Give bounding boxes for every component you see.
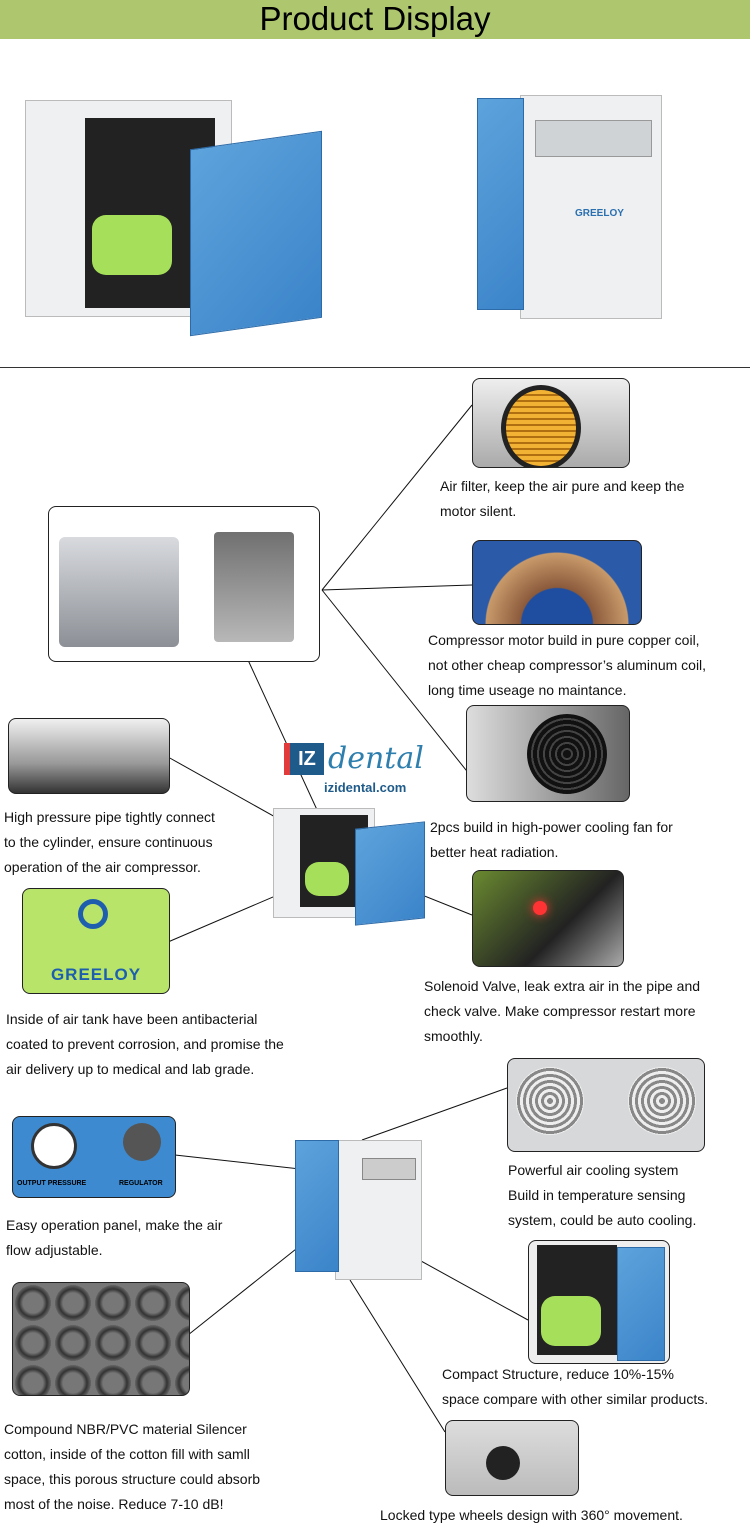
caption-solenoid: Solenoid Valve, leak extra air in the pi… [424,974,700,1049]
caption-line: not other cheap compressor’s aluminum co… [428,657,707,673]
caption-line: space compare with other similar product… [442,1391,709,1407]
caption-line: coated to prevent corrosion, and promise… [6,1036,284,1052]
logo-url: izidental.com [324,780,407,795]
divider [0,367,750,368]
caption-line: Easy operation panel, make the air [6,1217,223,1233]
caption-line: Build in temperature sensing [508,1187,686,1203]
caption-line: Inside of air tank have been antibacteri… [6,1011,258,1027]
caption-air-filter: Air filter, keep the air pure and keep t… [440,474,684,524]
tank-brand-label: GREELOY [50,965,142,984]
silencer-foam-image [12,1282,190,1396]
caption-pipe: High pressure pipe tightly connect to the… [4,805,215,880]
caption-panel: Easy operation panel, make the air flow a… [6,1213,222,1263]
caption-silencer: Compound NBR/PVC material Silencer cotton… [4,1417,260,1517]
caption-line: Air filter, keep the air pure and keep t… [440,478,685,494]
caption-line: Compressor motor build in pure copper co… [428,632,700,648]
caption-line: motor silent. [440,503,517,519]
logo-mark: IZ [284,743,324,775]
caption-line: operation of the air compressor. [4,859,201,875]
caption-line: space, this porous structure could absor… [4,1471,261,1487]
caption-cooling-fan: 2pcs build in high-power cooling fan for… [430,815,673,865]
caption-line: Locked type wheels design with 360° move… [380,1507,683,1523]
caption-line: cotton, inside of the cotton fill with s… [4,1446,250,1462]
caption-line: check valve. Make compressor restart mor… [424,1003,696,1019]
compact-structure-image [528,1240,670,1364]
cooling-fan-image [466,705,630,802]
caption-line: system, could be auto cooling. [508,1212,697,1228]
motor-image [48,506,320,662]
caption-line: Compact Structure, reduce 10%-15% [442,1366,674,1382]
output-pressure-label: OUTPUT PRESSURE [17,1180,87,1187]
caption-tank: Inside of air tank have been antibacteri… [6,1007,284,1082]
air-filter-image [472,378,630,468]
caption-line: High pressure pipe tightly connect [4,809,215,825]
wheel-image [445,1420,579,1496]
logo-word: dental [328,741,424,776]
brand-label: GREELOY [575,208,624,219]
caption-line: air delivery up to medical and lab grade… [6,1061,255,1077]
caption-line: flow adjustable. [6,1242,103,1258]
copper-coil-image [472,540,642,625]
regulator-label: REGULATOR [119,1180,163,1187]
cooling-system-image [507,1058,705,1152]
header-title: Product Display [259,0,491,37]
caption-line: Compound NBR/PVC material Silencer [4,1421,247,1437]
caption-line: Solenoid Valve, leak extra air in the pi… [424,978,701,994]
solenoid-valve-image [472,870,624,967]
caption-line: better heat radiation. [430,844,559,860]
caption-line: long time useage no maintance. [428,682,627,698]
caption-line: smoothly. [424,1028,483,1044]
caption-line: Powerful air cooling system [508,1162,679,1178]
logo-row: IZ dental [284,740,464,778]
caption-line: to the cylinder, ensure continuous [4,834,213,850]
caption-copper-coil: Compressor motor build in pure copper co… [428,628,706,703]
tank-logo-image: GREELOY [22,888,170,994]
control-panel-image: OUTPUT PRESSURE REGULATOR [12,1116,176,1198]
caption-wheels: Locked type wheels design with 360° move… [380,1503,683,1528]
section-header: Product Display [0,0,750,39]
pipe-image [8,718,170,794]
caption-compact: Compact Structure, reduce 10%-15% space c… [442,1362,708,1412]
caption-line: most of the noise. Reduce 7-10 dB! [4,1496,224,1512]
izidental-logo: IZ dental izidental.com [284,740,464,796]
caption-line: 2pcs build in high-power cooling fan for [430,819,673,835]
